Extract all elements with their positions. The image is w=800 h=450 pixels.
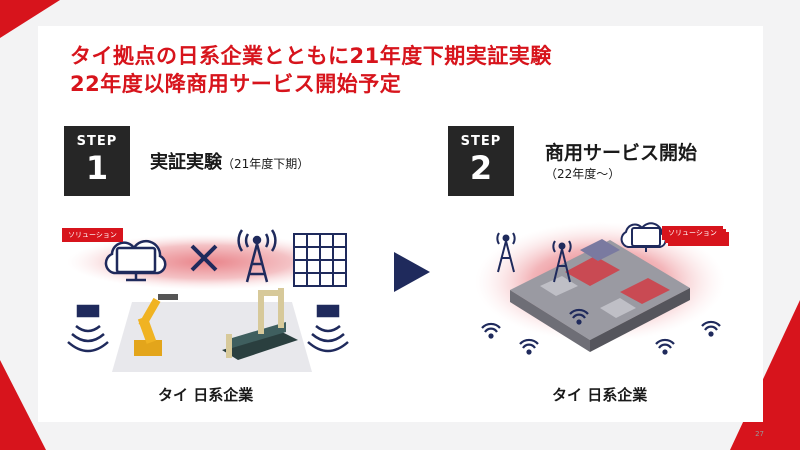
step1-solution-tag: ソリューション bbox=[62, 228, 123, 242]
step2-illustration bbox=[475, 222, 725, 355]
corner-accent-top-left bbox=[0, 0, 60, 38]
server-rack-icon bbox=[293, 233, 347, 287]
title-line-1: タイ拠点の日系企業とともに21年度下期実証実験 bbox=[70, 44, 552, 68]
factory-complex-icon bbox=[510, 239, 690, 352]
step2-badge-number: 2 bbox=[469, 149, 493, 187]
wifi-icon-3 bbox=[569, 308, 589, 325]
step2-caption: タイ 日系企業 bbox=[552, 386, 648, 404]
step2-badge: STEP 2 bbox=[448, 126, 514, 196]
wifi-icon-5 bbox=[701, 320, 721, 337]
step2-badge-label: STEP bbox=[460, 134, 502, 149]
sensor-left-icon bbox=[67, 304, 109, 353]
step2-heading: 商用サービス開始 （22年度～） bbox=[545, 138, 697, 182]
step1-caption: タイ 日系企業 bbox=[158, 386, 254, 404]
page-number: 27 bbox=[755, 430, 764, 438]
next-arrow-icon bbox=[394, 252, 430, 292]
wifi-icons bbox=[481, 308, 721, 355]
cloud-monitor-icon bbox=[104, 239, 167, 282]
cloud-monitor-icon bbox=[620, 222, 667, 252]
step1-heading: 実証実験（21年度下期） bbox=[150, 148, 309, 174]
step2-heading-text: 商用サービス開始 bbox=[545, 142, 698, 164]
step1-badge-label: STEP bbox=[76, 134, 118, 149]
step1-heading-sub: （21年度下期） bbox=[222, 157, 310, 171]
antenna-tower-icon bbox=[237, 229, 277, 283]
title-line-2: 22年度以降商用サービス開始予定 bbox=[70, 72, 402, 96]
robot-arm-icon bbox=[134, 294, 178, 356]
wifi-icon-1 bbox=[481, 322, 501, 339]
step1-illustration bbox=[67, 229, 349, 372]
corner-accent-bottom-left bbox=[0, 360, 46, 450]
step2-solution-tag: ソリューション bbox=[662, 226, 723, 240]
wifi-icon-4 bbox=[655, 338, 675, 355]
antenna-tower-center-icon bbox=[552, 240, 572, 283]
cross-icon bbox=[190, 244, 218, 272]
sensor-right-icon bbox=[307, 304, 349, 353]
antenna-tower-left-icon bbox=[496, 232, 516, 273]
wifi-icon-2 bbox=[519, 338, 539, 355]
step2-heading-sub: （22年度～） bbox=[545, 167, 621, 181]
conveyor-machine-icon bbox=[222, 288, 298, 360]
page-title: タイ拠点の日系企業とともに21年度下期実証実験 22年度以降商用サービス開始予定 bbox=[70, 42, 552, 98]
step1-heading-text: 実証実験 bbox=[150, 152, 222, 173]
step1-badge-number: 1 bbox=[85, 149, 109, 187]
step1-badge: STEP 1 bbox=[64, 126, 130, 196]
